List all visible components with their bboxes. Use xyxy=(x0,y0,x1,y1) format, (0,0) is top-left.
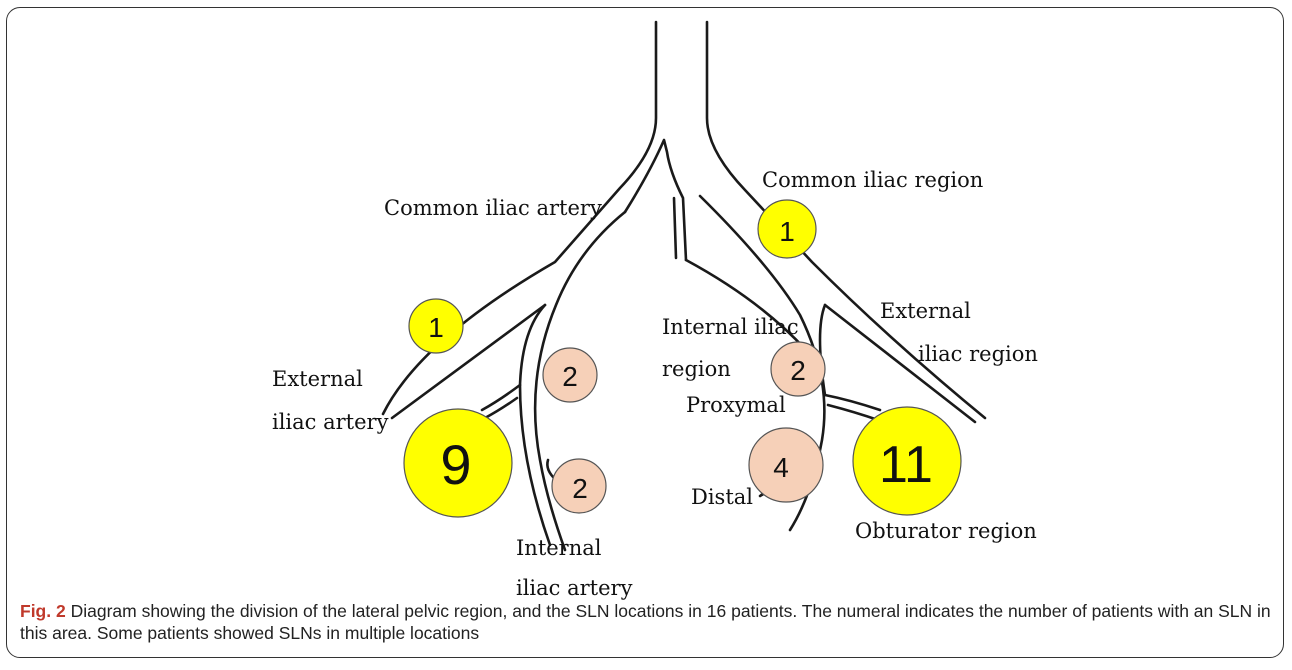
node-left-obturator: 9 xyxy=(404,409,512,517)
node-count: 4 xyxy=(773,452,789,483)
node-right-common: 1 xyxy=(758,200,816,258)
figure-caption: Fig. 2 Diagram showing the division of t… xyxy=(20,600,1275,644)
node-right-internal-proximal: 2 xyxy=(771,342,825,396)
node-left-external: 1 xyxy=(409,299,463,353)
label-common-iliac-artery: Common iliac artery xyxy=(384,196,602,220)
label-proxymal: Proxymal xyxy=(686,393,786,417)
node-count: 2 xyxy=(562,361,578,392)
label-internal-iliac-region-line1: Internal iliac xyxy=(662,315,799,339)
figure-label: Fig. 2 xyxy=(20,601,66,621)
node-count: 1 xyxy=(779,216,795,247)
node-count: 9 xyxy=(440,433,471,496)
pelvic-region-diagram: 1 9 2 2 1 2 4 11 Common iliac artery Com… xyxy=(0,0,1292,600)
node-count: 2 xyxy=(572,473,588,504)
label-external-iliac-artery-line1: External xyxy=(272,367,363,391)
figure-caption-text: Diagram showing the division of the late… xyxy=(20,601,1271,643)
node-count: 2 xyxy=(790,355,806,386)
label-internal-iliac-artery-line1: Internal xyxy=(516,536,602,560)
node-left-internal-distal: 2 xyxy=(552,459,606,513)
node-right-internal-distal: 4 xyxy=(749,428,823,502)
node-count: 11 xyxy=(879,436,933,494)
label-obturator-region: Obturator region xyxy=(855,519,1037,543)
label-external-iliac-region-line1: External xyxy=(880,299,971,323)
label-internal-iliac-artery-line2: iliac artery xyxy=(516,576,633,600)
label-distal: Distal xyxy=(691,485,753,509)
node-left-internal-proximal: 2 xyxy=(543,348,597,402)
label-internal-iliac-region-line2: region xyxy=(662,357,731,381)
label-external-iliac-artery-line2: iliac artery xyxy=(272,410,389,434)
node-count: 1 xyxy=(428,312,444,343)
label-external-iliac-region-line2: iliac region xyxy=(918,342,1038,366)
node-right-obturator: 11 xyxy=(853,407,961,515)
label-common-iliac-region: Common iliac region xyxy=(762,168,983,192)
